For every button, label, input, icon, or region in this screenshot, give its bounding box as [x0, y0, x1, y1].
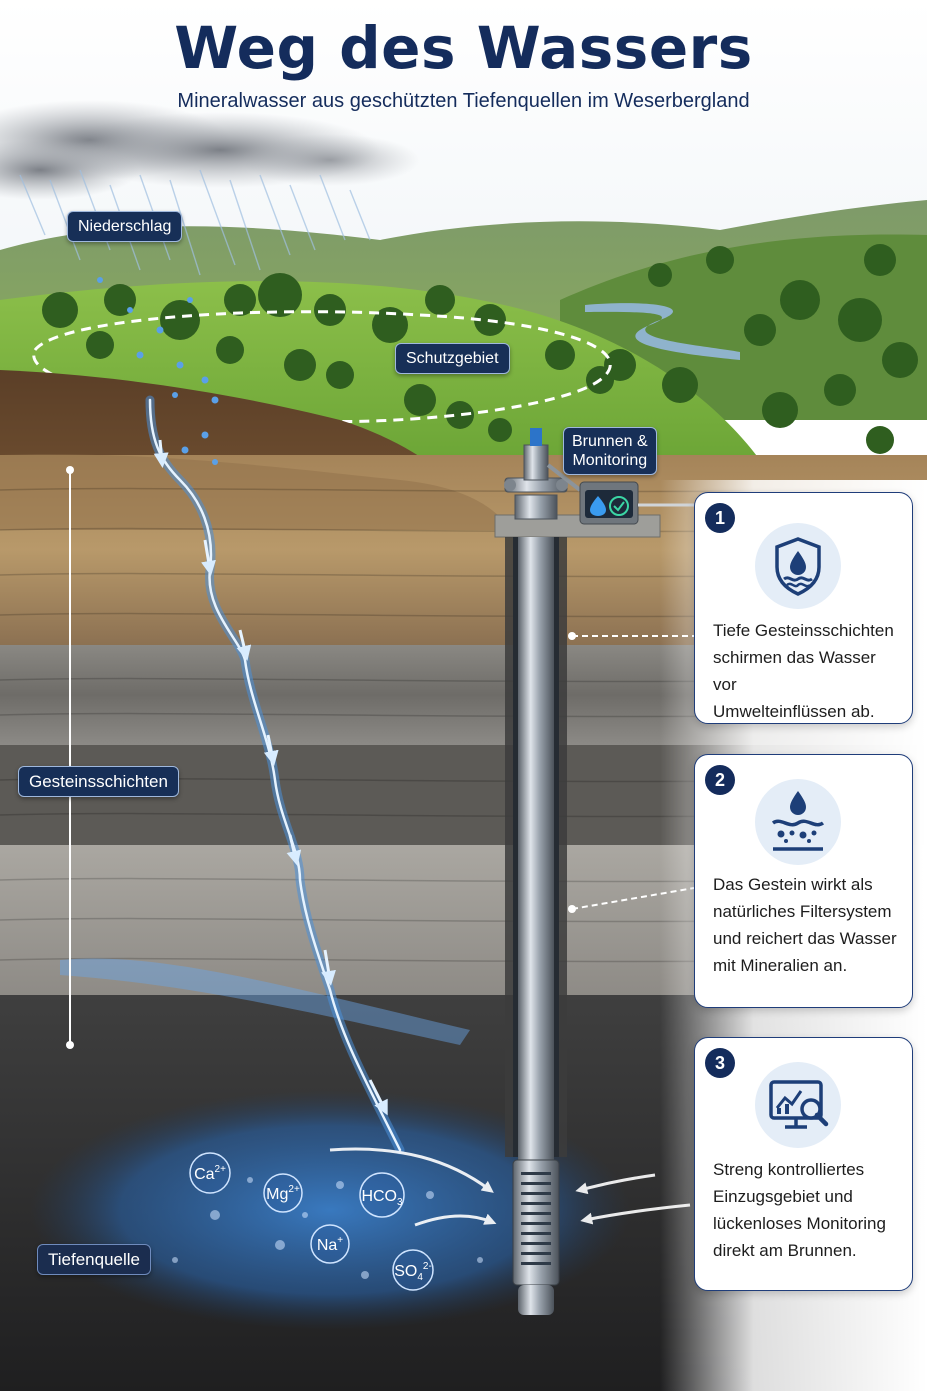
ion-na: Na+: [310, 1224, 350, 1264]
trees: [42, 244, 918, 454]
aquifer: [30, 1090, 630, 1330]
card-2-line-2: natürliches Filtersystem: [713, 902, 892, 921]
ion-hco: HCO3: [359, 1172, 405, 1218]
page-title: Weg des Wassers: [174, 14, 753, 82]
card-1-line-3: Umwelteinflüssen ab.: [713, 702, 875, 721]
label-well-line-2: Monitoring: [572, 452, 648, 469]
page-subtitle: Mineralwasser aus geschützten Tiefenquel…: [177, 90, 750, 112]
ion-label: HCO3: [361, 1188, 403, 1208]
label-protection-zone: Schutzgebiet: [395, 343, 510, 374]
ion-label: Ca2+: [194, 1164, 226, 1183]
label-precipitation: Niederschlag: [67, 211, 183, 242]
ion-mg: Mg2+: [263, 1173, 303, 1213]
card-1-line-2: schirmen das Wasser vor: [713, 648, 876, 694]
ion-label: Na+: [317, 1235, 343, 1254]
ion-label: SO42-: [394, 1261, 432, 1283]
card-3-line-1: Streng kontrolliertes: [713, 1160, 865, 1179]
filter-drop-icon: [755, 779, 841, 865]
aquifer-inflow-arrows: [329, 1147, 691, 1227]
card-number-2: 2: [705, 765, 735, 795]
card-2-line-3: und reichert das Wasser: [713, 929, 897, 948]
card-3-line-3: lückenloses Monitoring: [713, 1214, 886, 1233]
card-2-line-1: Das Gestein wirkt als: [713, 875, 873, 894]
label-well-monitoring: Brunnen & Monitoring: [563, 427, 657, 475]
card-3-line-4: direkt am Brunnen.: [713, 1241, 857, 1260]
card-number-3: 3: [705, 1048, 735, 1078]
flow-arrows: [153, 439, 388, 1116]
card-3-line-2: Einzugsgebiet und: [713, 1187, 853, 1206]
info-card-3: 3 Streng kontrolliertes Einzugsgebiet un…: [694, 1037, 913, 1291]
monitoring-box: [579, 481, 694, 525]
card-2-line-4: mit Mineralien an.: [713, 956, 848, 975]
label-rock-layers: Gesteinsschichten: [18, 766, 179, 797]
info-card-1: 1 Tiefe Gesteinsschichten schirmen das W…: [694, 492, 913, 724]
shield-water-icon: [755, 523, 841, 609]
card-number-1: 1: [705, 503, 735, 533]
filter-slots: [521, 1172, 551, 1265]
ion-label: Mg2+: [266, 1184, 300, 1203]
label-deep-spring: Tiefenquelle: [37, 1244, 151, 1275]
rain-drops: [97, 277, 219, 465]
well-pipe: [518, 537, 554, 1277]
card-1-line-1: Tiefe Gesteinsschichten: [713, 621, 894, 640]
rain-cloud: [0, 100, 420, 200]
monitor-chart-icon: [755, 1062, 841, 1148]
bubbles: [172, 1177, 483, 1279]
ion-ca: Ca2+: [189, 1152, 231, 1194]
connector-card-2: [571, 887, 695, 910]
wellhead: [504, 428, 582, 520]
label-well-line-1: Brunnen &: [572, 433, 648, 450]
water-seep: [60, 958, 470, 1045]
protection-zone-outline: [32, 310, 612, 424]
info-card-2: 2 Das Gestein wirkt als natürliches Filt…: [694, 754, 913, 1008]
ion-so: SO42-: [392, 1249, 434, 1291]
river: [585, 303, 740, 360]
